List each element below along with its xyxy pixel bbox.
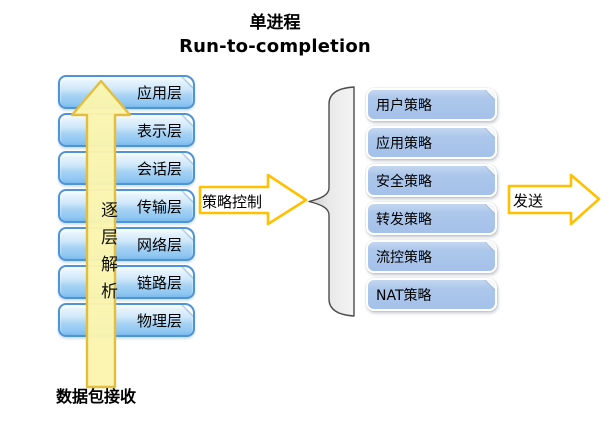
policy-box-security: 安全策略 (366, 164, 497, 197)
policy-box-application: 应用策略 (366, 126, 497, 159)
policy-box-flow-control: 流控策略 (366, 240, 497, 273)
policy-label: 安全策略 (376, 173, 432, 190)
layer-box-network: 网络层 (58, 227, 195, 261)
policy-label: 流控策略 (376, 249, 432, 266)
policy-box-forwarding: 转发策略 (366, 202, 497, 235)
packet-receive-label: 数据包接收 (56, 387, 137, 406)
policy-label: 转发策略 (376, 211, 432, 228)
policy-list: 用户策略 应用策略 安全策略 转发策略 流控策略 NAT策略 (366, 88, 497, 311)
policy-box-nat: NAT策略 (366, 278, 497, 311)
layer-label: 网络层 (136, 235, 182, 254)
layer-label: 链路层 (136, 273, 182, 292)
title-line-chinese: 单进程 (249, 13, 301, 33)
policy-control-label: 策略控制 (202, 193, 263, 211)
parse-direction-label: 逐层解析 (97, 201, 117, 309)
layer-box-link: 链路层 (58, 265, 195, 299)
diagram-title: 单进程 Run-to-completion (125, 12, 425, 59)
left-brace-icon (308, 86, 355, 317)
policy-box-user: 用户策略 (366, 88, 497, 121)
layer-box-presentation: 表示层 (58, 113, 195, 147)
title-line-english: Run-to-completion (179, 35, 371, 57)
layer-label: 会话层 (136, 159, 182, 178)
layer-label: 表示层 (136, 121, 182, 140)
layer-box-transport: 传输层 (58, 189, 195, 223)
policy-label: 用户策略 (376, 97, 432, 114)
policy-control-arrow-icon (198, 173, 308, 226)
send-arrow-icon (507, 173, 601, 226)
send-label: 发送 (513, 192, 544, 210)
layer-label: 物理层 (136, 311, 182, 330)
up-arrow-icon (70, 79, 132, 389)
layer-label: 应用层 (136, 83, 182, 102)
policy-label: NAT策略 (376, 287, 432, 304)
layer-box-session: 会话层 (58, 151, 195, 185)
layer-box-physical: 物理层 (58, 303, 195, 337)
layer-label: 传输层 (136, 197, 182, 216)
osi-layer-stack: 应用层 表示层 会话层 传输层 网络层 链路层 物理层 (58, 75, 195, 337)
policy-label: 应用策略 (376, 135, 432, 152)
